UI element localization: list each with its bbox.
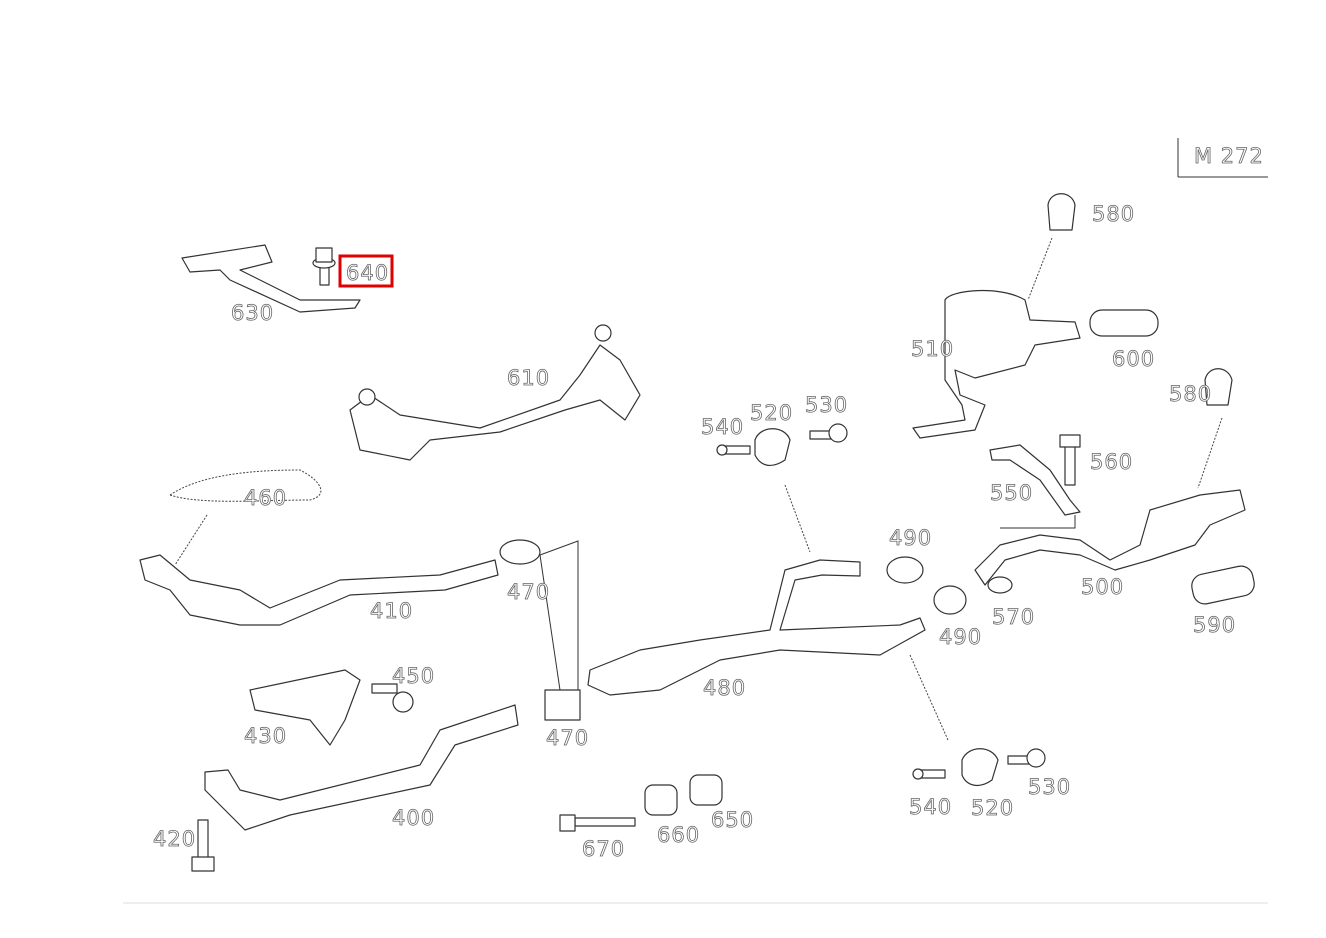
part-580-rubber-hanger[interactable] xyxy=(1047,193,1076,231)
part-490-clamp[interactable] xyxy=(886,556,924,584)
label-450[interactable]: 450 xyxy=(392,664,435,689)
part-470-clamp[interactable] xyxy=(499,539,541,565)
part-460-gasket[interactable] xyxy=(168,469,322,502)
label-640[interactable]: 640 xyxy=(346,261,389,286)
part-610-bracket[interactable] xyxy=(349,344,641,461)
label-530[interactable]: 530 xyxy=(805,393,848,418)
part-520-rubber-mount[interactable] xyxy=(961,748,999,787)
label-490[interactable]: 490 xyxy=(939,625,982,650)
part-labels: 640 630 610 460 410 470 470 450 430 400 … xyxy=(153,202,1236,862)
part-430-bracket[interactable] xyxy=(249,669,361,746)
part-420-bolt[interactable] xyxy=(191,819,215,872)
label-460[interactable]: 460 xyxy=(244,486,287,511)
label-520[interactable]: 520 xyxy=(971,796,1014,821)
label-590[interactable]: 590 xyxy=(1193,613,1236,638)
part-600-tailpipe-tip[interactable] xyxy=(1089,309,1159,337)
part-660-bushing[interactable] xyxy=(644,784,678,816)
label-540[interactable]: 540 xyxy=(701,415,744,440)
label-480[interactable]: 480 xyxy=(703,676,746,701)
part-650-bushing[interactable] xyxy=(689,774,723,806)
label-660[interactable]: 660 xyxy=(657,823,700,848)
part-530-bolt[interactable] xyxy=(809,423,848,443)
label-410[interactable]: 410 xyxy=(370,599,413,624)
label-670[interactable]: 670 xyxy=(582,837,625,862)
label-580[interactable]: 580 xyxy=(1169,382,1212,407)
label-520[interactable]: 520 xyxy=(750,401,793,426)
label-550[interactable]: 550 xyxy=(990,481,1033,506)
model-label-box: M 272 xyxy=(1177,138,1268,178)
part-540-bolt[interactable] xyxy=(912,768,946,780)
part-630-bracket[interactable] xyxy=(181,244,361,313)
part-640-bolt[interactable] xyxy=(312,247,336,286)
part-570-grommet[interactable] xyxy=(987,576,1013,594)
part-450-bolt[interactable] xyxy=(371,683,414,713)
label-560[interactable]: 560 xyxy=(1090,450,1133,475)
label-570[interactable]: 570 xyxy=(992,605,1035,630)
label-540[interactable]: 540 xyxy=(909,795,952,820)
label-610[interactable]: 610 xyxy=(507,366,550,391)
model-label: M 272 xyxy=(1194,144,1264,168)
part-470-clamp[interactable] xyxy=(544,689,581,721)
part-580-rubber-hanger[interactable] xyxy=(1204,368,1233,406)
label-490[interactable]: 490 xyxy=(889,526,932,551)
part-400-pipe[interactable] xyxy=(204,704,519,831)
part-500-pipe[interactable] xyxy=(974,489,1246,586)
label-470[interactable]: 470 xyxy=(507,580,550,605)
label-630[interactable]: 630 xyxy=(231,301,274,326)
part-550-bracket[interactable] xyxy=(989,444,1081,516)
part-670-bolt[interactable] xyxy=(559,814,636,832)
part-560-bolt[interactable] xyxy=(1059,434,1081,486)
part-480-y-pipe[interactable] xyxy=(587,559,926,696)
part-590-tailpipe-tip[interactable] xyxy=(1190,564,1257,606)
label-510[interactable]: 510 xyxy=(911,337,954,362)
part-520-rubber-mount[interactable] xyxy=(754,428,791,467)
label-530[interactable]: 530 xyxy=(1028,775,1071,800)
label-430[interactable]: 430 xyxy=(244,724,287,749)
label-600[interactable]: 600 xyxy=(1112,347,1155,372)
label-500[interactable]: 500 xyxy=(1081,575,1124,600)
label-400[interactable]: 400 xyxy=(392,806,435,831)
label-580[interactable]: 580 xyxy=(1092,202,1135,227)
label-420[interactable]: 420 xyxy=(153,827,196,852)
part-510-muffler[interactable] xyxy=(912,290,1081,439)
highlight-box-640 xyxy=(338,254,394,288)
part-410-pipe[interactable] xyxy=(139,554,499,626)
label-650[interactable]: 650 xyxy=(711,808,754,833)
part-540-bolt[interactable] xyxy=(716,444,751,456)
label-470[interactable]: 470 xyxy=(546,726,589,751)
part-530-bolt[interactable] xyxy=(1007,748,1046,768)
part-490-clamp[interactable] xyxy=(933,585,967,615)
